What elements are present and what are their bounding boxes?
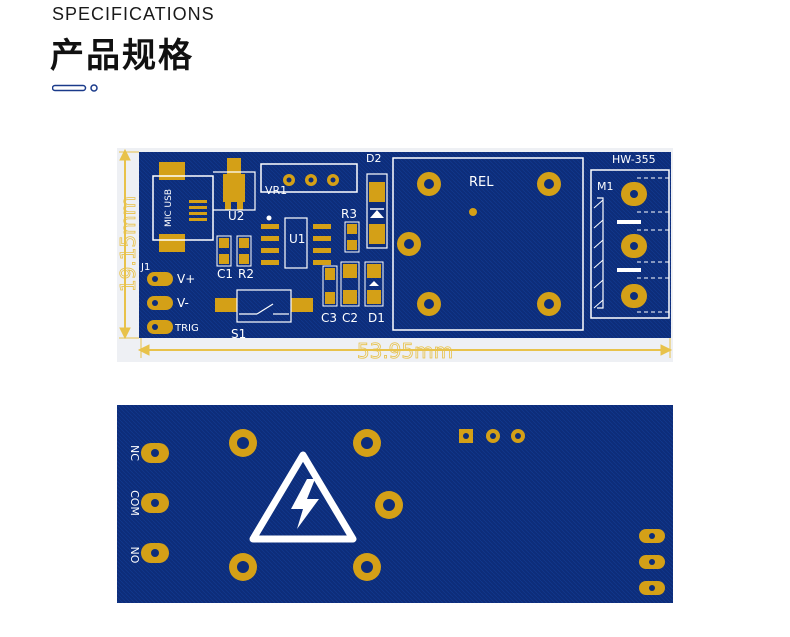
vr1-label: VR1 bbox=[265, 184, 287, 197]
title-decoration bbox=[52, 84, 98, 92]
d1-diode bbox=[364, 261, 384, 307]
c1-label: C1 bbox=[217, 267, 233, 281]
c2-capacitor bbox=[340, 261, 360, 307]
vplus-label: V+ bbox=[177, 272, 195, 286]
relay-pads bbox=[229, 429, 403, 581]
trig-label: TRIG bbox=[174, 323, 199, 334]
u1-label: U1 bbox=[289, 232, 305, 246]
c3-capacitor bbox=[322, 265, 338, 307]
d2-diode bbox=[366, 173, 388, 249]
j1-header bbox=[147, 272, 173, 334]
terminal-pads bbox=[141, 443, 169, 563]
s1-switch bbox=[215, 289, 313, 323]
r2-resistor bbox=[236, 235, 252, 267]
u2-label: U2 bbox=[228, 209, 244, 223]
pcb-top-view: HW-355 19.15mm 53.95mm MIC USB U2 bbox=[117, 148, 673, 362]
r2-label: R2 bbox=[238, 267, 254, 281]
high-voltage-warning-icon bbox=[249, 451, 357, 543]
rel-label: REL bbox=[469, 175, 494, 190]
pcb-bottom-view: NC COM NO bbox=[117, 405, 673, 603]
u2-regulator bbox=[213, 158, 256, 211]
mic-usb-label: MIC USB bbox=[164, 189, 174, 227]
vminus-label: V- bbox=[177, 296, 189, 310]
c2-label: C2 bbox=[342, 311, 358, 325]
header-pads bbox=[639, 529, 665, 595]
m1-terminal-block bbox=[590, 169, 670, 319]
dimension-height bbox=[119, 148, 139, 340]
nc-label: NC bbox=[128, 445, 141, 461]
r3-resistor bbox=[344, 221, 360, 253]
vr1-potentiometer bbox=[260, 163, 358, 193]
s1-label: S1 bbox=[231, 327, 246, 341]
dimension-width-label: 53.95mm bbox=[357, 339, 453, 362]
u1-chip bbox=[261, 215, 331, 269]
no-label: NO bbox=[128, 547, 141, 564]
subtitle-en: SPECIFICATIONS bbox=[52, 4, 215, 24]
pot-pads bbox=[459, 429, 525, 443]
m1-label: M1 bbox=[597, 180, 614, 193]
c1-capacitor bbox=[216, 235, 232, 267]
d1-label: D1 bbox=[368, 311, 385, 325]
r3-label: R3 bbox=[341, 207, 357, 221]
page-title: 产品规格 bbox=[50, 36, 194, 76]
j1-label: J1 bbox=[140, 262, 150, 273]
relay bbox=[392, 157, 584, 331]
dimension-width bbox=[137, 338, 673, 358]
d2-label: D2 bbox=[366, 152, 381, 165]
com-label: COM bbox=[128, 490, 141, 516]
dimension-height-label: 19.15mm bbox=[117, 196, 140, 292]
model-label: HW-355 bbox=[612, 153, 656, 166]
c3-label: C3 bbox=[321, 311, 337, 325]
micro-usb-connector bbox=[152, 162, 214, 252]
